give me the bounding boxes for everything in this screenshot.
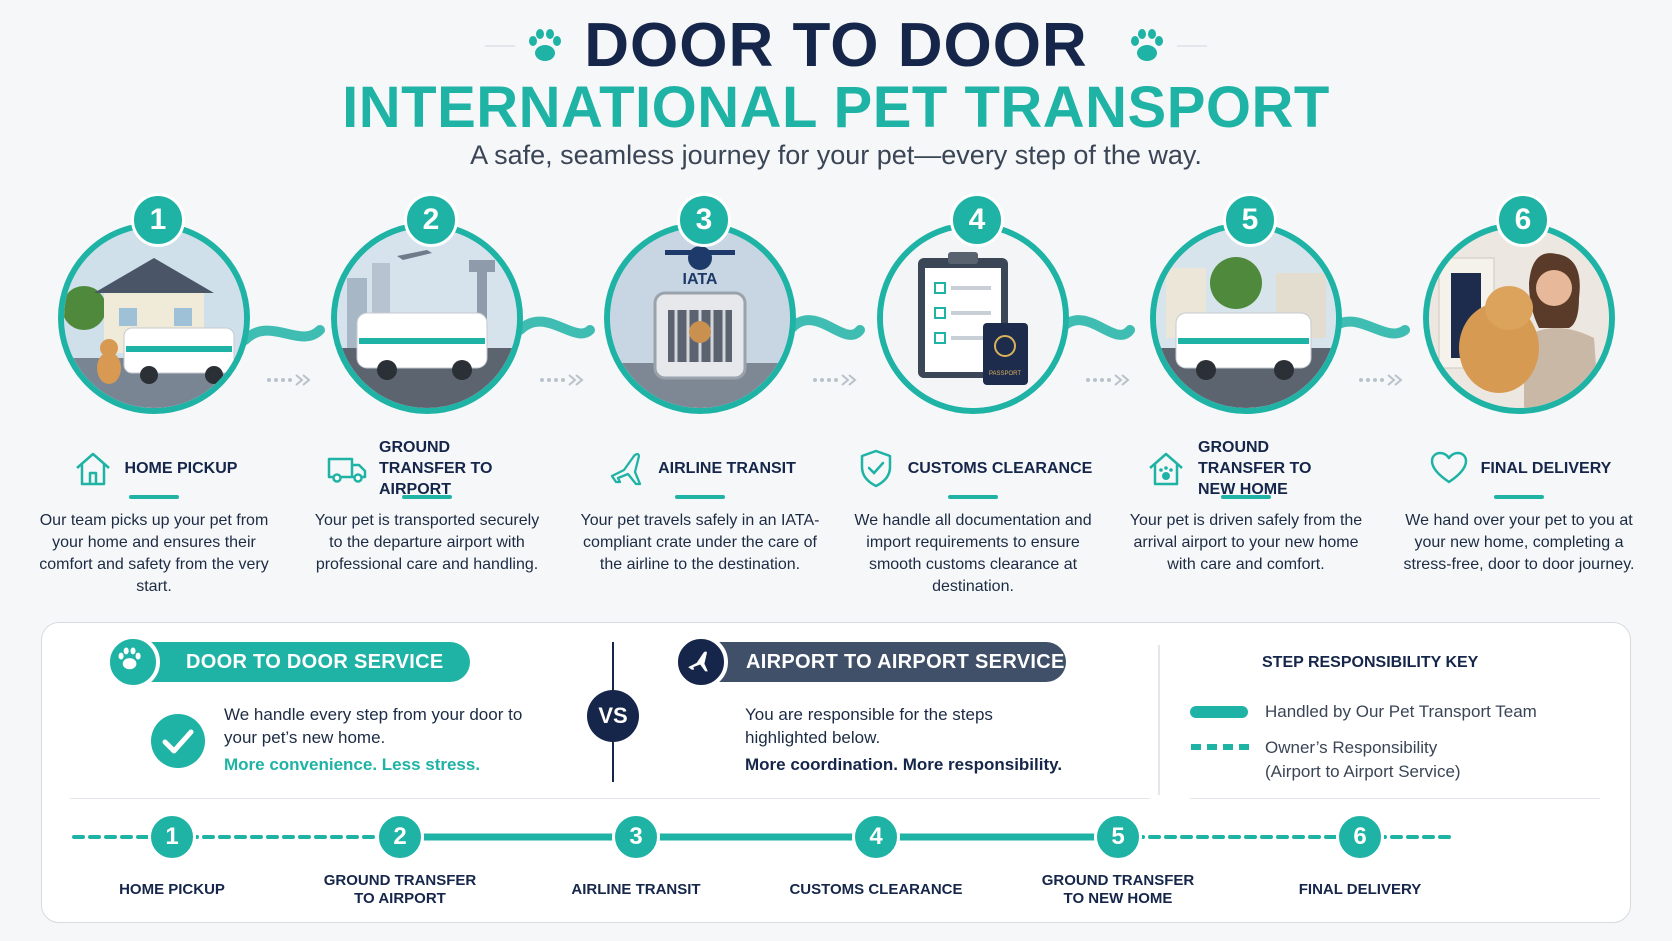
timeline-step-1: 1 xyxy=(148,813,196,861)
iata-logo: IATA xyxy=(683,271,718,288)
header: DOOR TO DOOR INTERNATIONAL PET TRANSPORT… xyxy=(0,0,1672,185)
timeline-step-4: 4 xyxy=(852,813,900,861)
vs-divider xyxy=(612,642,614,692)
step-description: Our team picks up your pet from your hom… xyxy=(39,512,269,595)
airplane-icon xyxy=(610,452,642,486)
customs-clearance-illustration: PASSPORT xyxy=(877,222,1069,414)
header-divider-right xyxy=(1177,45,1207,47)
step-number: 1 xyxy=(131,193,185,247)
page-title-sub: INTERNATIONAL PET TRANSPORT xyxy=(342,75,1330,140)
step-title: GROUND TRANSFER TO AIRPORT xyxy=(379,438,493,498)
step-title: CUSTOMS CLEARANCE xyxy=(907,459,1093,477)
timeline-step-5: 5 xyxy=(1094,813,1142,861)
step-divider xyxy=(1221,495,1271,499)
heart-icon xyxy=(1430,451,1467,484)
page-subtitle: A safe, seamless journey for your pet—ev… xyxy=(470,140,1202,170)
step-divider xyxy=(402,495,452,499)
step-number: 5 xyxy=(1223,193,1277,247)
house-paw-icon xyxy=(1149,452,1183,486)
step-divider xyxy=(948,495,998,499)
timeline-step-label: FINAL DELIVERY xyxy=(1298,881,1422,898)
dashed-line-swatch xyxy=(1191,744,1249,750)
airplane-icon xyxy=(674,635,728,689)
step-divider xyxy=(129,495,179,499)
dotted-arrow-icon xyxy=(267,374,311,386)
step-description: We hand over your pet to you at your new… xyxy=(1403,512,1635,573)
timeline-step-3: 3 xyxy=(612,813,660,861)
airport-service-text: You are responsible for the steps highli… xyxy=(745,705,993,747)
checkmark-icon xyxy=(151,714,205,768)
paw-icon xyxy=(529,29,561,61)
timeline-step-6: 6 xyxy=(1336,813,1384,861)
step-number: 6 xyxy=(1496,193,1550,247)
solid-line-swatch xyxy=(1190,706,1248,718)
key-divider xyxy=(1158,645,1160,795)
dotted-arrow-icon xyxy=(1086,374,1130,386)
step-description: We handle all documentation and import r… xyxy=(854,512,1092,595)
truck-icon xyxy=(327,457,367,483)
home-pickup-illustration xyxy=(58,222,250,414)
airport-service-tagline: More coordination. More responsibility. xyxy=(745,755,1063,774)
step-divider xyxy=(1494,495,1544,499)
timeline-step-2: 2 xyxy=(376,813,424,861)
timeline-step-label: AIRLINE TRANSIT xyxy=(571,881,701,898)
key-dashed-label: Owner’s Responsibility xyxy=(1265,738,1438,757)
step-title: HOME PICKUP xyxy=(124,459,238,477)
header-divider-left xyxy=(485,45,515,47)
responsibility-timeline xyxy=(72,833,1452,841)
door-service-pill: DOOR TO DOOR SERVICE xyxy=(130,642,470,682)
step-description: Your pet is driven safely from the arriv… xyxy=(1129,512,1363,573)
key-dashed-label-sub: (Airport to Airport Service) xyxy=(1265,762,1461,781)
dotted-arrow-icon xyxy=(540,374,584,386)
ground-transfer-home-illustration xyxy=(1150,222,1342,414)
panel-rule xyxy=(70,798,1150,799)
key-solid-label: Handled by Our Pet Transport Team xyxy=(1265,702,1537,721)
step-number: 2 xyxy=(404,193,458,247)
step-title: GROUND TRANSFER TO NEW HOME xyxy=(1198,438,1312,498)
step-title: FINAL DELIVERY xyxy=(1480,459,1612,477)
door-service-tagline: More convenience. Less stress. xyxy=(224,755,481,774)
step-divider xyxy=(675,495,725,499)
journey-ribbon xyxy=(240,315,1410,345)
passport-label: PASSPORT xyxy=(989,371,1021,377)
timeline-step-label: CUSTOMS CLEARANCE xyxy=(789,881,963,898)
step-number: 4 xyxy=(950,193,1004,247)
vs-badge: VS xyxy=(587,690,639,742)
vs-divider xyxy=(612,742,614,782)
step-description: Your pet is transported securely to the … xyxy=(314,512,540,573)
key-rule xyxy=(1190,798,1600,799)
dotted-arrow-icon xyxy=(1359,374,1403,386)
final-delivery-illustration xyxy=(1423,222,1615,414)
key-title: STEP RESPONSIBILITY KEY xyxy=(1262,654,1479,671)
dotted-arrow-icon xyxy=(813,374,857,386)
door-service-text: We handle every step from your door to y… xyxy=(224,705,523,747)
paw-icon xyxy=(106,635,160,689)
page-title: DOOR TO DOOR xyxy=(584,11,1088,80)
step-title: AIRLINE TRANSIT xyxy=(658,459,796,477)
ground-transfer-airport-illustration xyxy=(331,222,523,414)
paw-icon xyxy=(1131,29,1163,61)
timeline-step-label: HOME PICKUP xyxy=(119,881,225,898)
step-number: 3 xyxy=(677,193,731,247)
house-icon xyxy=(75,452,110,486)
step-description: Your pet travels safely in an IATA-compl… xyxy=(580,512,820,573)
airport-service-pill: AIRPORT TO AIRPORT SERVICE xyxy=(700,642,1066,682)
airline-transit-illustration: IATA xyxy=(604,222,796,414)
shield-check-icon xyxy=(860,449,891,488)
